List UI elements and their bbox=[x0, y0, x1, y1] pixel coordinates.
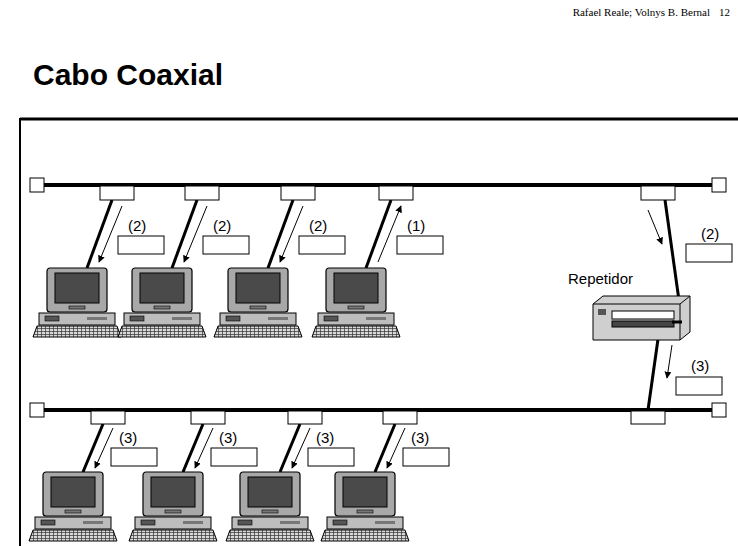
callout-number: (2) bbox=[212, 217, 232, 234]
terminator bbox=[712, 178, 726, 192]
signal-arrows bbox=[95, 206, 672, 468]
callout-number: (2) bbox=[700, 225, 720, 242]
title-rule bbox=[20, 118, 738, 121]
callout-number: (3) bbox=[218, 429, 238, 446]
node-label: Repetidor bbox=[568, 270, 633, 287]
bus-taps bbox=[91, 186, 675, 424]
callout-number: (3) bbox=[315, 429, 335, 446]
repeater-device bbox=[593, 296, 690, 340]
frame-line bbox=[19, 118, 21, 546]
packet-boxes bbox=[111, 236, 732, 466]
coax-bus bbox=[44, 408, 712, 412]
drop-cables bbox=[83, 200, 682, 472]
coax-bus bbox=[44, 183, 712, 187]
callout-number: (2) bbox=[127, 217, 147, 234]
callout-number: (1) bbox=[406, 217, 426, 234]
callout-number: (2) bbox=[308, 217, 328, 234]
terminator bbox=[712, 403, 726, 417]
slide-title: Cabo Coaxial bbox=[33, 58, 223, 92]
page-number: 12 bbox=[719, 6, 730, 19]
terminator bbox=[30, 178, 44, 192]
terminator bbox=[30, 403, 44, 417]
computers bbox=[29, 268, 409, 541]
callout-number: (3) bbox=[118, 429, 138, 446]
repeater-node: Repetidor bbox=[568, 270, 694, 344]
author-header: Rafael Reale; Volnys B. Bernal bbox=[573, 6, 710, 19]
callout-number: (3) bbox=[690, 357, 710, 374]
callout-number: (3) bbox=[410, 429, 430, 446]
